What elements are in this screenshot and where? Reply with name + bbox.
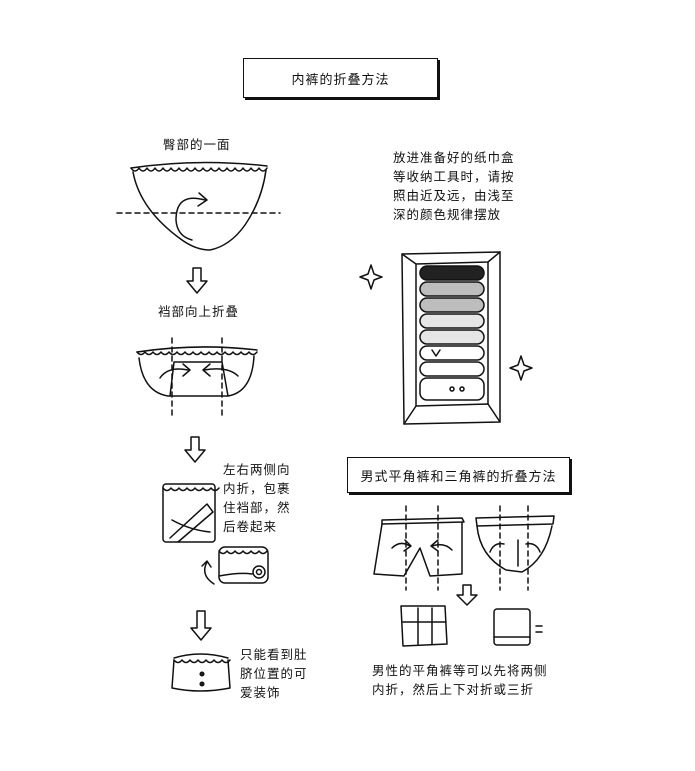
sparkle-icon: [509, 355, 533, 381]
boxers-folded-drawing: [400, 605, 448, 647]
briefs-back-view-drawing: [116, 161, 281, 251]
women-underwear-title-text: 内裤的折叠方法: [291, 72, 390, 88]
navel-decoration-label: 只能看到肚 脐位置的可 爱装饰: [240, 647, 308, 700]
crotch-fold-label: 裆部向上折叠: [158, 304, 240, 319]
down-arrow-2: [184, 436, 206, 463]
men-underwear-title-text: 男式平角裤和三角裤的折叠方法: [360, 469, 557, 485]
briefs-final-roll-drawing: [171, 653, 231, 692]
down-arrow-men: [456, 584, 478, 606]
storage-instruction-label: 放进准备好的纸巾盒 等收纳工具时，请按 照由近及远，由浅至 深的颜色规律摆放: [393, 150, 515, 222]
men-fold-instruction-label: 男性的平角裤等可以先将两侧 内折，然后上下对折或三折: [372, 663, 548, 697]
briefs-folded-drawing: [493, 608, 543, 646]
men-underwear-title: 男式平角裤和三角裤的折叠方法: [347, 457, 570, 493]
down-arrow-3: [190, 610, 212, 641]
fold-sides-label: 左右两侧向 内折，包裹 住裆部，然 后卷起来: [223, 462, 291, 534]
storage-box-drawing: [401, 251, 501, 425]
hip-side-label: 臀部的一面: [163, 137, 231, 152]
men-briefs-drawing: [475, 505, 555, 591]
boxers-drawing: [373, 505, 465, 591]
down-arrow-1: [186, 267, 208, 294]
briefs-crotch-folded-drawing: [136, 337, 258, 419]
women-underwear-title: 内裤的折叠方法: [243, 58, 438, 98]
briefs-rolled-drawing: [201, 546, 269, 585]
briefs-sides-folded-drawing: [162, 483, 220, 543]
sparkle-icon: [359, 264, 383, 290]
